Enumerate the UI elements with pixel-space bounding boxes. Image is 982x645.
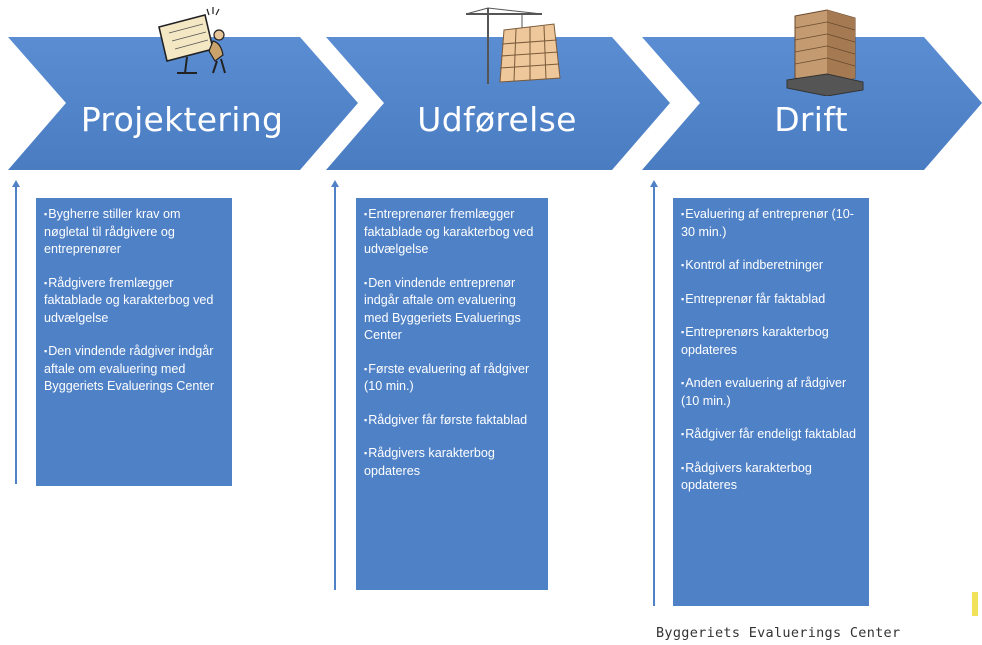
list-item: Kontrol af indberetninger [681, 257, 863, 275]
list-item: Rådgiver får første faktablad [364, 412, 542, 430]
timeline-arrowhead-2 [331, 180, 339, 187]
chevron-projektering [8, 37, 358, 170]
phase-title-udforelse: Udførelse [417, 100, 577, 139]
timeline-line-3 [653, 186, 655, 606]
list-item: Rådgivere fremlægger faktablade og karak… [44, 275, 226, 328]
footer-organization: Byggeriets Evaluerings Center [656, 625, 901, 641]
list-item: Bygherre stiller krav om nøgletal til rå… [44, 206, 226, 259]
timeline-arrowhead-3 [650, 180, 658, 187]
udforelse-task-box: Entreprenører fremlægger faktablade og k… [356, 198, 548, 590]
timeline-line-1 [15, 186, 17, 484]
chevron-udforelse [326, 37, 670, 170]
list-item: Evaluering af entreprenør (10-30 min.) [681, 206, 863, 241]
list-item: Entreprenørs karakterbog opdateres [681, 324, 863, 359]
timeline-arrowhead-1 [12, 180, 20, 187]
drift-task-box: Evaluering af entreprenør (10-30 min.) K… [673, 198, 869, 606]
list-item: Den vindende entreprenør indgår aftale o… [364, 275, 542, 345]
architect-drafting-icon [158, 7, 226, 74]
construction-crane-icon [465, 7, 561, 84]
list-item: Rådgiver får endeligt faktablad [681, 426, 863, 444]
list-item: Rådgivers karakterbog opdateres [681, 460, 863, 495]
list-item: Den vindende rådgiver indgår aftale om e… [44, 343, 226, 396]
phase-title-projektering: Projektering [80, 100, 284, 139]
list-item: Anden evaluering af rådgiver (10 min.) [681, 375, 863, 410]
phase-title-drift: Drift [774, 100, 848, 139]
list-item: Entreprenør får faktablad [681, 291, 863, 309]
chevron-drift [642, 37, 982, 170]
decorative-accent [972, 592, 978, 616]
projektering-task-list: Bygherre stiller krav om nøgletal til rå… [44, 206, 226, 396]
list-item: Entreprenører fremlægger faktablade og k… [364, 206, 542, 259]
udforelse-task-list: Entreprenører fremlægger faktablade og k… [364, 206, 542, 480]
drift-task-list: Evaluering af entreprenør (10-30 min.) K… [681, 206, 863, 495]
projektering-task-box: Bygherre stiller krav om nøgletal til rå… [36, 198, 232, 486]
timeline-line-2 [334, 186, 336, 590]
list-item: Første evaluering af rådgiver (10 min.) [364, 361, 542, 396]
list-item: Rådgivers karakterbog opdateres [364, 445, 542, 480]
office-building-icon [786, 9, 864, 96]
